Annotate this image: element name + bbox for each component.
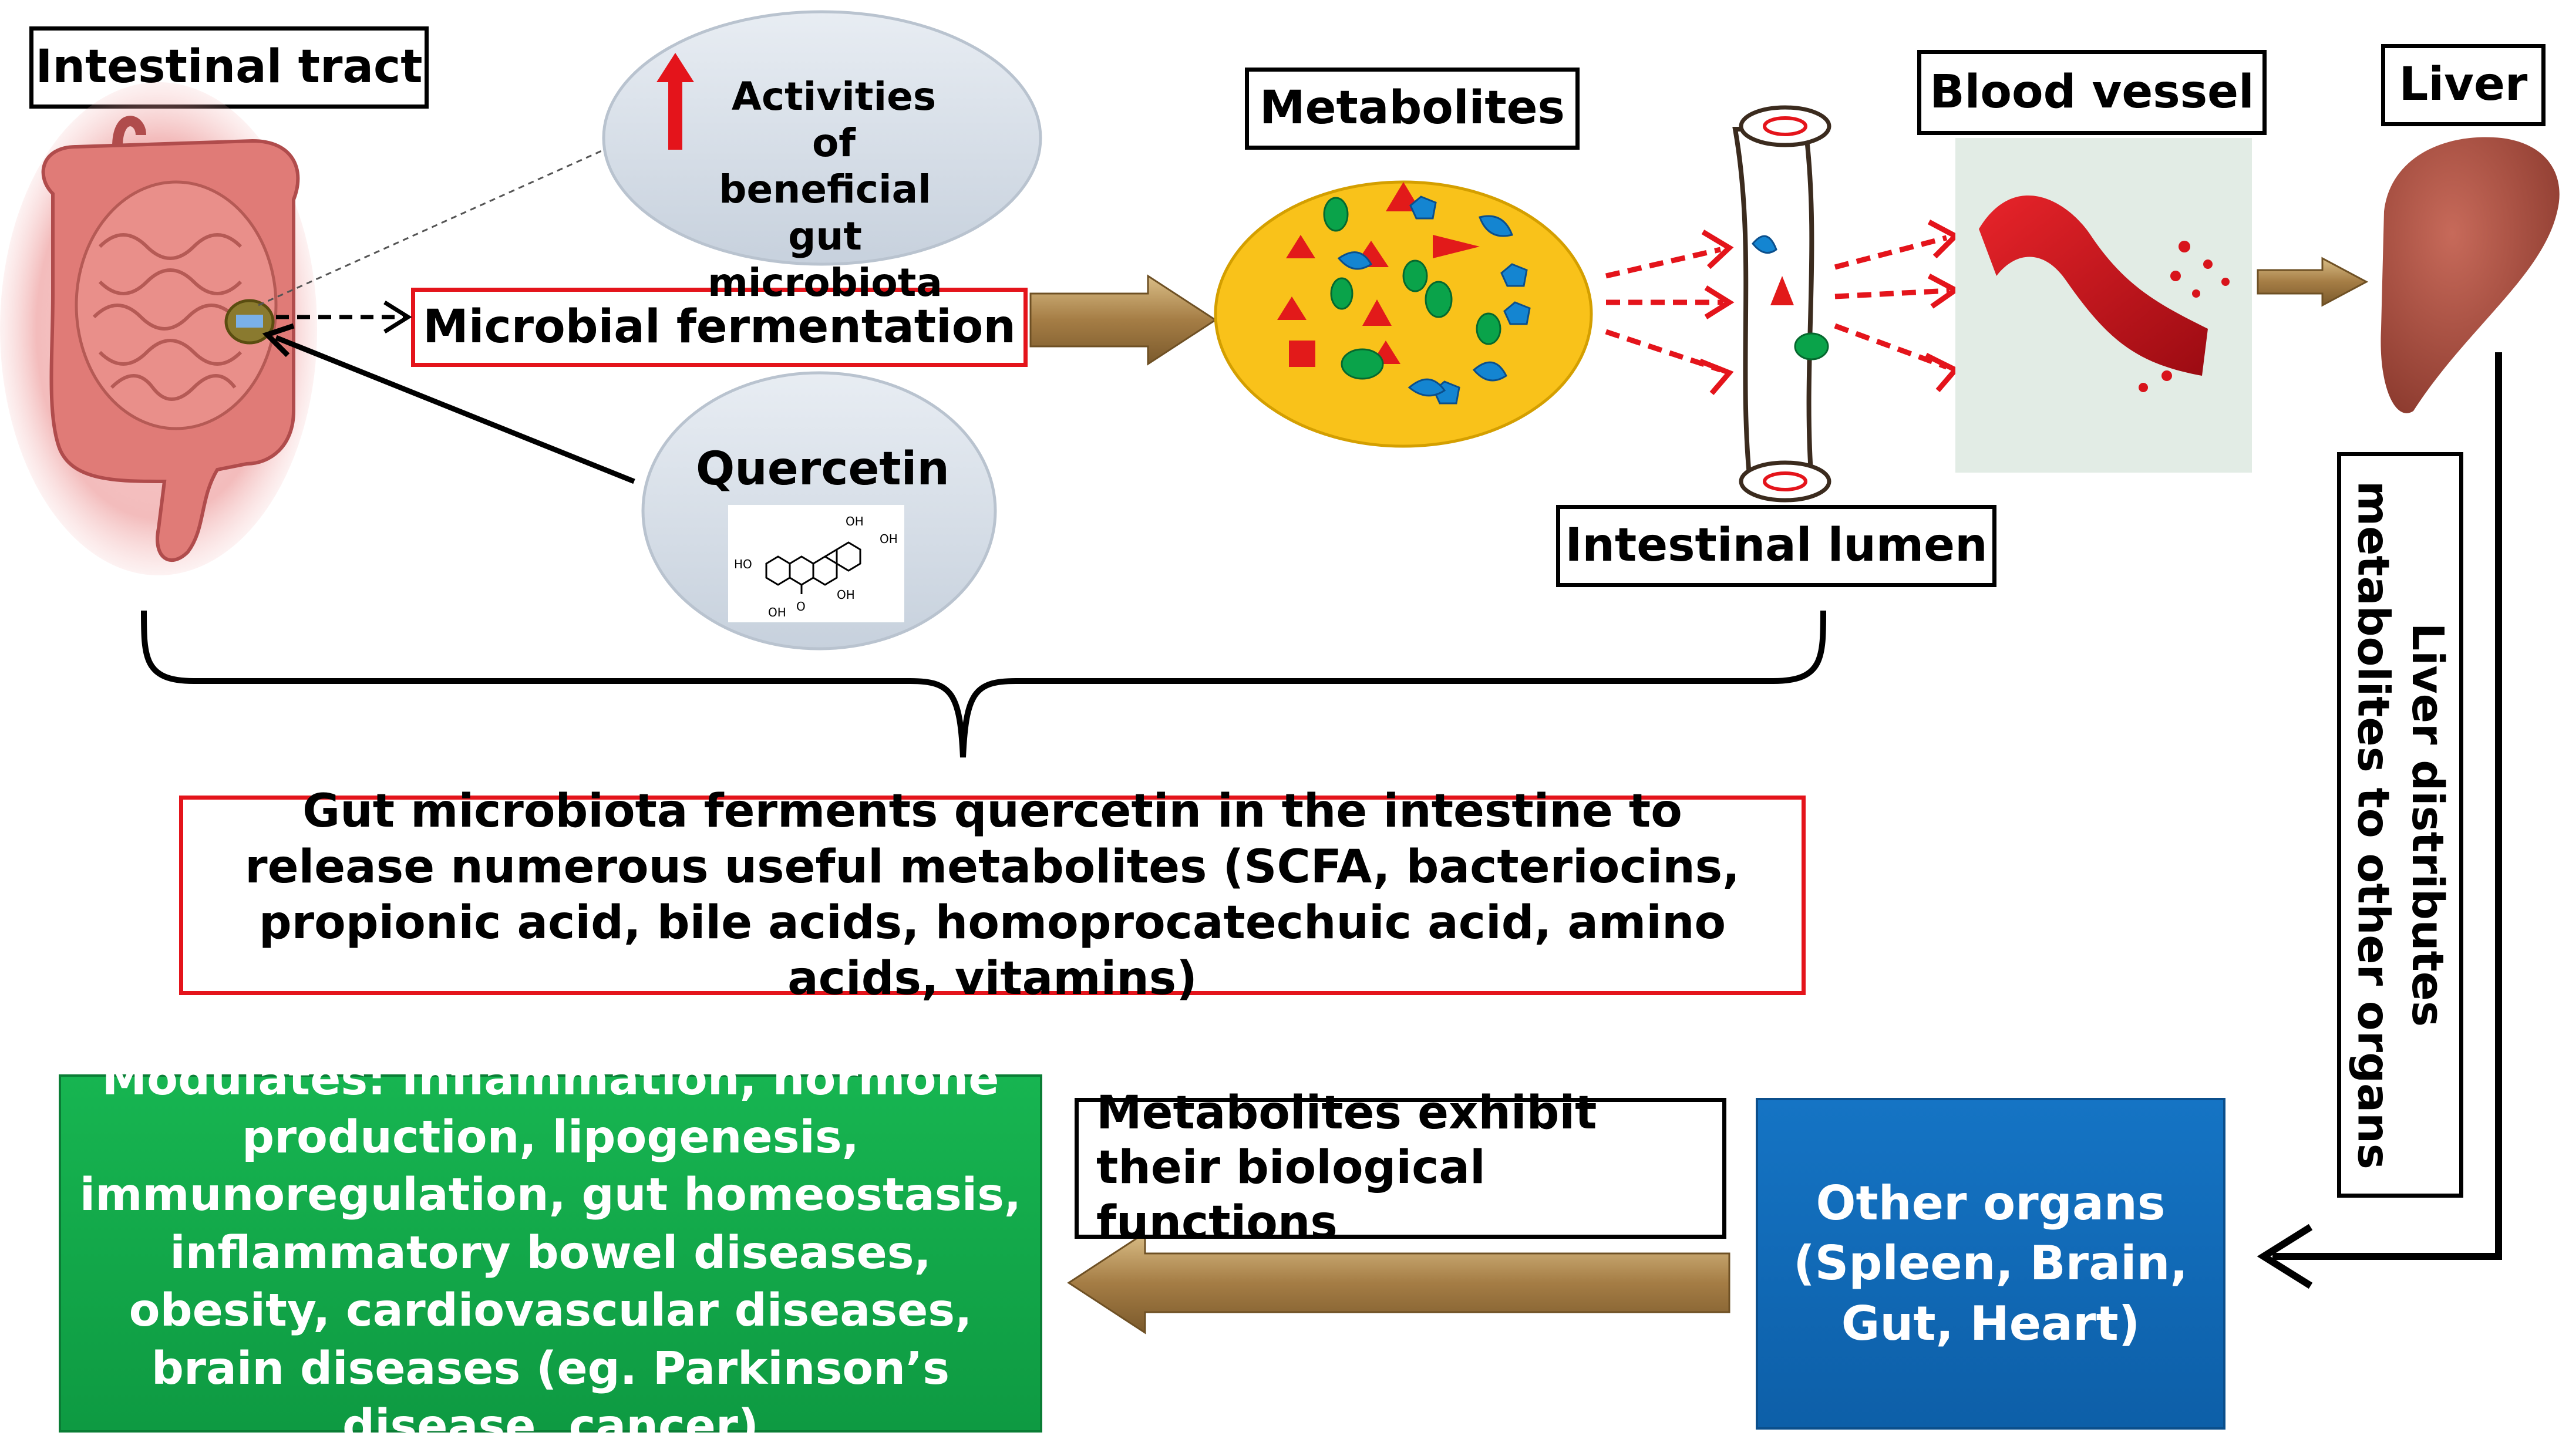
mol-oh-top1: OH xyxy=(846,514,864,528)
mol-oh-right: OH xyxy=(837,588,855,602)
summary-box: Gut microbiota ferments quercetin in the… xyxy=(179,785,1806,1005)
blood-vessel-illustration xyxy=(1955,138,2252,473)
activities-oval xyxy=(602,10,1042,266)
gold-arrow-to-modulates xyxy=(1067,1231,1730,1334)
mol-o-keto: O xyxy=(796,599,806,614)
liver-distributes-label: Liver distributes metabolites to other o… xyxy=(2337,452,2463,1198)
liver-label: Liver xyxy=(2381,44,2546,126)
quercetin-structure xyxy=(728,505,904,622)
red-arrows-to-vessel xyxy=(1834,235,1950,370)
liver-illustration xyxy=(2381,137,2560,413)
metabolites-exhibit-label: Metabolites exhibit their biological fun… xyxy=(1075,1087,1726,1249)
intestinal-lumen-tube xyxy=(1732,105,1831,503)
summary-brace xyxy=(141,610,1826,758)
other-organs-box: Other organs (Spleen, Brain, Gut, Heart) xyxy=(1756,1098,2225,1430)
mol-oh-bottom: OH xyxy=(768,605,786,619)
intestine-illustration xyxy=(0,82,317,575)
intestinal-lumen-label: Intestinal lumen xyxy=(1556,505,1996,587)
modulates-box: Modulates: Inflammation, hormone product… xyxy=(59,1053,1042,1452)
mol-ho-left: HO xyxy=(734,557,752,571)
up-arrow-icon xyxy=(656,53,694,150)
blood-vessel-label: Blood vessel xyxy=(1917,50,2267,135)
red-arrows-to-lumen xyxy=(1605,247,1723,373)
microbial-fermentation-label: Microbial fermentation xyxy=(411,288,1028,367)
metabolites-label: Metabolites xyxy=(1245,68,1580,150)
intestinal-tract-label: Intestinal tract xyxy=(29,26,429,109)
liver-to-organs-arrow xyxy=(2272,352,2502,1260)
metabolites-ellipse xyxy=(1214,180,1593,448)
activities-text: Activities of beneficial gut microbiota xyxy=(708,74,942,305)
gold-arrow-fermentation xyxy=(1029,274,1217,366)
mol-oh-top2: OH xyxy=(880,532,898,546)
quercetin-label: Quercetin xyxy=(696,443,950,496)
gold-arrow-to-liver xyxy=(2257,257,2369,307)
